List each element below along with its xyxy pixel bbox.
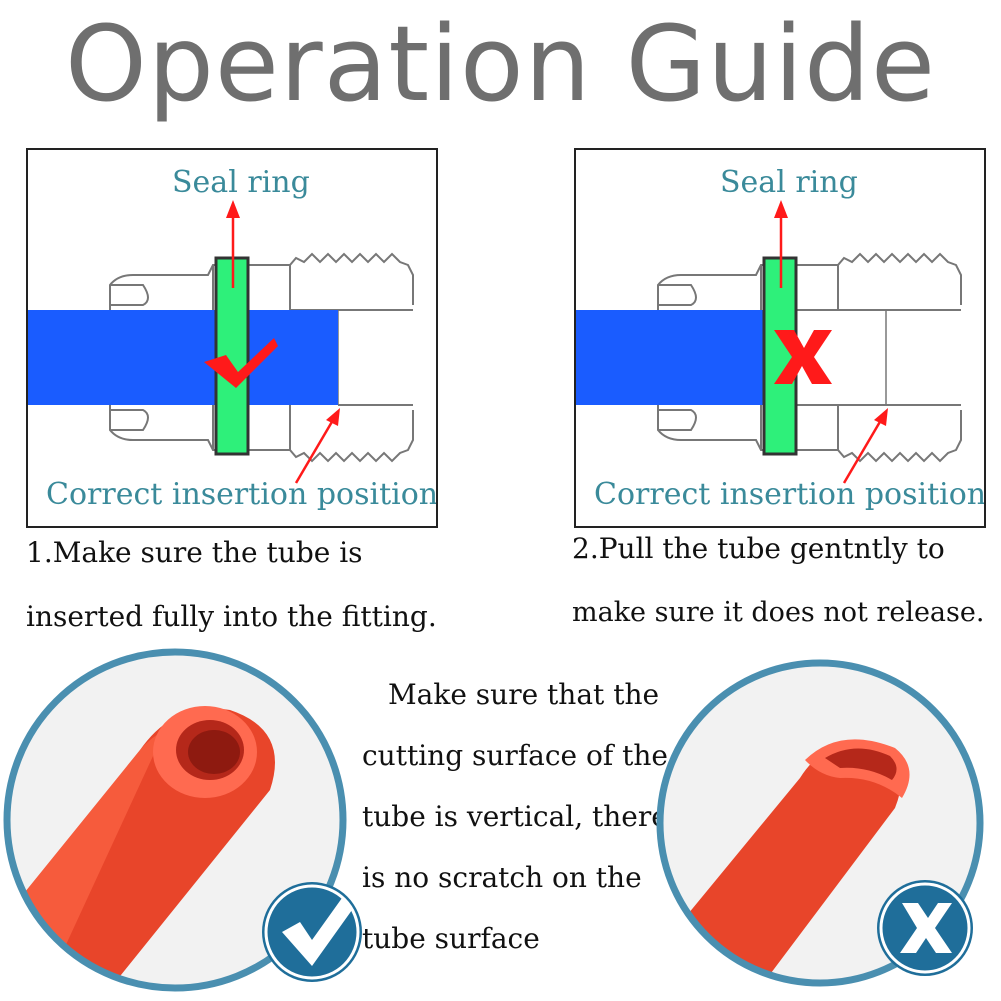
insertion-position-label: Correct insertion position	[594, 477, 986, 512]
arrow-icon	[774, 200, 788, 218]
page-title: Operation Guide	[64, 3, 937, 125]
fitting-diagram	[28, 200, 414, 484]
seal-ring	[762, 256, 798, 456]
correct-tube-cut-image	[3, 648, 362, 992]
check-badge-icon	[262, 882, 362, 982]
middle-text-line-3: tube is vertical, there	[362, 800, 668, 833]
diagram-panel-incorrect: Seal ring Correct insertion position	[574, 148, 986, 528]
cross-badge-icon	[877, 880, 973, 976]
step-1-caption-line-1: 1.Make sure the tube is	[26, 536, 363, 569]
blue-tube	[576, 310, 766, 405]
insertion-position-label: Correct insertion position	[46, 477, 438, 512]
middle-text-line-1: Make sure that the	[388, 678, 660, 711]
fitting-diagram	[576, 200, 962, 484]
blue-tube	[28, 310, 338, 405]
check-mark-icon	[204, 338, 278, 388]
seal-ring-label: Seal ring	[172, 165, 310, 200]
seal-ring-label: Seal ring	[720, 165, 858, 200]
middle-text-line-5: tube surface	[362, 922, 540, 955]
middle-text-line-2: cutting surface of the	[362, 739, 669, 772]
step-1-caption-line-2: inserted fully into the fitting.	[26, 600, 437, 633]
step-2-caption-line-1: 2.Pull the tube gentntly to	[572, 532, 945, 565]
arrow-icon	[226, 200, 240, 218]
seal-ring	[214, 256, 250, 456]
step-2-caption-line-2: make sure it does not release.	[572, 597, 985, 628]
middle-text-line-4: is no scratch on the	[362, 861, 642, 894]
incorrect-tube-cut-image	[656, 659, 984, 987]
cross-mark-icon	[774, 330, 832, 384]
diagram-panel-correct: Seal ring Correct insertion position	[26, 148, 438, 528]
